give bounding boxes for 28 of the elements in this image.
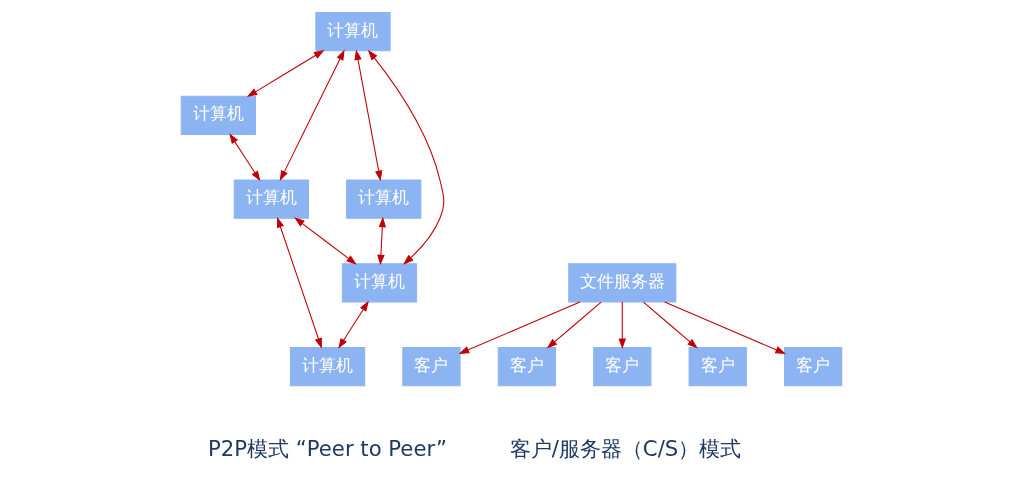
label: P2P模式 “Peer to Peer” [207,435,447,461]
node-box: 计算机 [341,263,417,303]
arrow [246,49,324,98]
node-box: 文件服务器 [567,263,676,303]
node-box: 客户 [497,347,556,387]
node-box: 计算机 [233,179,309,219]
arrow [376,216,386,266]
arrow [546,301,602,349]
node-box: 计算机 [345,179,421,219]
arrow [663,301,786,354]
node-box: 客户 [592,347,651,387]
arrow [353,49,382,182]
node-box: 计算机 [314,12,391,52]
arrow [458,301,580,354]
arrow [279,49,345,182]
node-box: 客户 [401,347,461,387]
arrow [293,217,357,265]
arrow [618,301,626,350]
arrow [337,300,369,349]
arrow [228,133,260,182]
arrow [367,49,444,265]
label: 客户/服务器（C/S）模式 [509,435,741,461]
node-box: 客户 [783,347,842,387]
arrow [642,301,698,349]
node-box: 计算机 [289,347,365,387]
node-box: 计算机 [180,95,256,135]
arrow [276,217,322,349]
node-box: 客户 [688,347,747,387]
